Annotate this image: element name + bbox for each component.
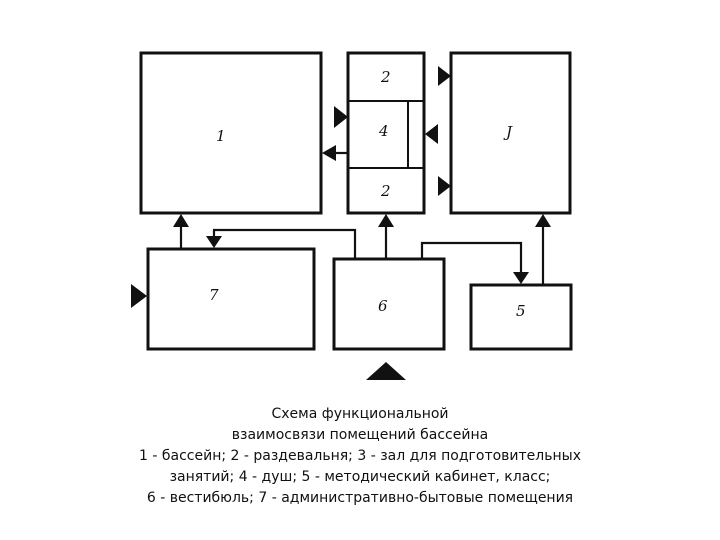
caption-line-2: взаимосвязи помещений бассейна: [231, 427, 489, 443]
room-7-label: 7: [209, 286, 219, 304]
arrowhead-up-icon: [535, 214, 551, 227]
room-scheme-diagram: 1 2 4 2 J 7 6 5: [131, 51, 573, 380]
room-7-admin: [146, 247, 316, 351]
arrowhead-down-icon: [206, 236, 222, 248]
room-5-classroom: [469, 283, 573, 351]
arrowhead-up-icon: [173, 214, 189, 227]
room-4-label: 4: [378, 122, 389, 140]
room-3-training-hall: [449, 51, 572, 215]
caption-line-4: занятий; 4 - душ; 5 - методический кабин…: [169, 469, 551, 485]
room-2-top-label: 2: [380, 68, 391, 86]
connector-6-to-7: [212, 228, 357, 259]
figure-caption: Схема функциональной взаимосвязи помещен…: [100, 404, 620, 509]
arrowhead-left-icon: [322, 145, 336, 161]
room-2-4-2-block: [346, 51, 426, 215]
room-1-label: 1: [216, 127, 226, 145]
room-1-pool: [139, 51, 323, 215]
room-5-label: 5: [516, 302, 526, 320]
arrowhead-right-icon: [438, 176, 451, 196]
room-6-lobby: [332, 257, 446, 351]
room-3-label: J: [503, 123, 513, 141]
arrowhead-right-icon: [438, 66, 451, 86]
room-6-label: 6: [378, 297, 388, 315]
connector-6-to-5: [420, 241, 523, 272]
room-2-bottom-label: 2: [380, 182, 391, 200]
arrowhead-down-icon: [513, 272, 529, 284]
caption-line-1: Схема функциональной: [271, 406, 449, 422]
caption-line-3: 1 - бассейн; 2 - раздевальня; 3 - зал дл…: [139, 448, 581, 464]
entrance-arrow-icon: [131, 284, 147, 308]
arrowhead-left-icon: [425, 124, 438, 144]
arrowhead-up-icon: [378, 214, 394, 227]
main-entrance-triangle-icon: [366, 362, 406, 380]
caption-line-5: 6 - вестибюль; 7 - административно-бытов…: [146, 490, 574, 506]
arrowhead-right-icon: [334, 106, 348, 128]
